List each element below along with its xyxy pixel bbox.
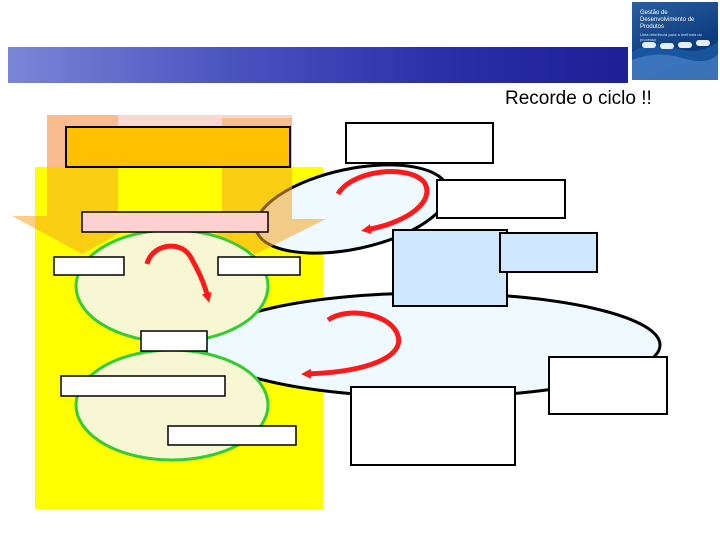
left-cycle-arrow (144, 243, 212, 303)
lower-cycle-arrow (301, 310, 402, 379)
logo-title: Gestão de Desenvolvimento de Produtos (640, 10, 695, 30)
right-lower-box (548, 356, 668, 415)
cycle-right-box (217, 256, 301, 276)
top-input-box (65, 126, 291, 168)
right-upper-box (436, 179, 566, 219)
right-top-box (345, 122, 494, 164)
logo-subtitle: Uma referência para a melhoria do proces… (640, 32, 702, 42)
upper-cycle-arrow (335, 169, 430, 235)
lower-bottom-box (167, 425, 297, 446)
slide-caption: Recorde o ciclo !! (505, 88, 652, 109)
cycle-middle-box (140, 330, 208, 352)
header-bar (8, 47, 628, 83)
logo-graphic (632, 40, 718, 80)
cycle-left-box (53, 256, 125, 276)
company-logo: Gestão de Desenvolvimento de Produtos Um… (632, 2, 718, 80)
blue-center-box (392, 229, 508, 307)
lower-wide-box (60, 375, 226, 397)
cycle-top-box (81, 211, 269, 233)
bottom-center-box (350, 386, 516, 466)
blue-side-box (499, 232, 598, 273)
